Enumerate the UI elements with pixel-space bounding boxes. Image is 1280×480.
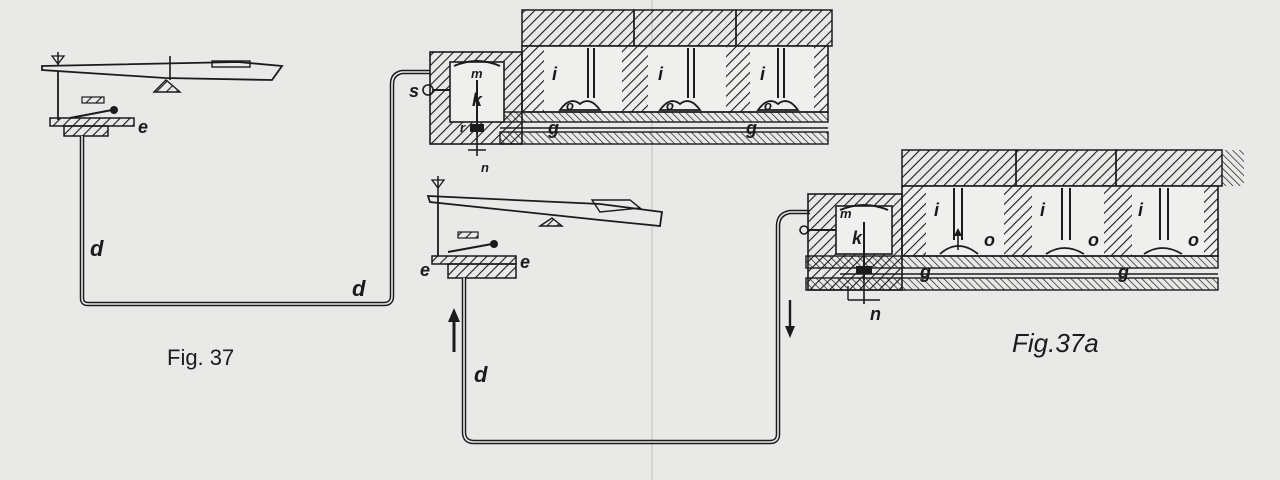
label-d-middle: d: [474, 362, 488, 387]
label-n-right: n: [870, 304, 881, 324]
label-o-top-2: o: [666, 98, 674, 113]
middle-key-lever: [426, 176, 664, 279]
label-m-right: m: [840, 206, 852, 221]
top-windchest: [422, 9, 833, 156]
label-o-right-1: o: [984, 230, 995, 250]
label-g-right-1: g: [919, 262, 931, 282]
label-g-top-1: g: [547, 118, 559, 138]
tube-d-left: [79, 69, 430, 307]
fig37-key-lever: e: [41, 52, 284, 137]
label-i-top-1: i: [552, 64, 558, 84]
label-i-top-2: i: [658, 64, 664, 84]
label-i-right-3: i: [1138, 200, 1144, 220]
right-windchest: [799, 149, 1244, 304]
caption-fig37a: Fig.37a: [1012, 328, 1099, 358]
tube-d-middle: [461, 209, 810, 445]
label-i-top-3: i: [760, 64, 766, 84]
label-k-right: k: [852, 228, 863, 248]
label-r: r: [460, 120, 466, 135]
label-g-top-2: g: [745, 118, 757, 138]
label-o-top-1: o: [566, 98, 574, 113]
label-d-left: d: [90, 236, 104, 261]
label-k-top: k: [472, 90, 483, 110]
caption-fig37: Fig. 37: [167, 345, 234, 370]
label-i-right-2: i: [1040, 200, 1046, 220]
air-flow-arrow-down: [785, 300, 795, 338]
label-n-top: n: [481, 160, 489, 175]
label-e-mid-right: e: [520, 252, 530, 272]
label-i-right-1: i: [934, 200, 940, 220]
label-g-right-2: g: [1117, 262, 1129, 282]
fulcrum: [152, 79, 182, 93]
label-d-bottom: d: [352, 276, 366, 301]
label-o-top-3: o: [764, 98, 772, 113]
label-m-top: m: [471, 66, 483, 81]
label-s: s: [409, 81, 419, 101]
air-flow-arrow-up: [448, 308, 460, 352]
label-e-mid-left: e: [420, 260, 430, 280]
key-lever: [41, 61, 284, 81]
label-o-right-3: o: [1188, 230, 1199, 250]
label-o-right-2: o: [1088, 230, 1099, 250]
label-e: e: [138, 117, 148, 137]
valve-plate: [49, 117, 135, 127]
